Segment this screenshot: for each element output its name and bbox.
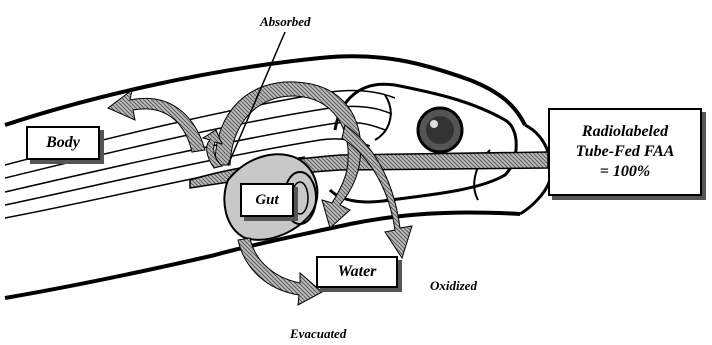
- absorbed-label: Absorbed: [260, 14, 311, 30]
- body-label: Body: [46, 134, 80, 152]
- source-line-3: = 100%: [600, 162, 650, 182]
- gut-label-box: Gut: [240, 183, 294, 217]
- fish-eye-icon: [418, 108, 462, 152]
- absorbed-pointer: [228, 32, 285, 165]
- evacuated-label: Evacuated: [290, 326, 346, 342]
- arrow-to-oxidized: [342, 125, 412, 258]
- oxidized-label: Oxidized: [430, 278, 477, 294]
- body-label-box: Body: [26, 126, 100, 160]
- water-label-box: Water: [316, 256, 398, 288]
- gill-curve: [375, 95, 391, 140]
- source-label-box: Radiolabeled Tube-Fed FAA = 100%: [548, 108, 702, 196]
- water-label: Water: [338, 263, 377, 281]
- source-line-1: Radiolabeled: [582, 122, 668, 142]
- source-line-2: Tube-Fed FAA: [576, 142, 675, 162]
- fish-snout-outline: [520, 125, 551, 214]
- arrow-to-evacuated: [238, 238, 322, 305]
- gut-label: Gut: [255, 192, 278, 209]
